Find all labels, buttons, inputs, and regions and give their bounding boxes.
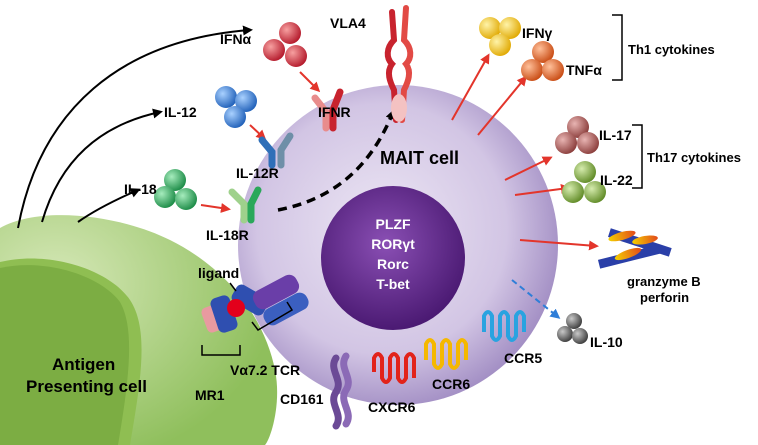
nucleus-factor-4: T-bet	[376, 276, 410, 292]
dashed-arrow-il18r-to-vla4	[277, 109, 396, 212]
granzyme-perforin-graphic	[597, 228, 672, 269]
label-tcr: Vα7.2 TCR	[230, 362, 300, 378]
cxcr6-receptor	[372, 352, 416, 384]
arrow-ifna-to-ifnr	[299, 71, 321, 93]
label-ligand: ligand	[198, 265, 239, 281]
label-ifnr: IFNR	[318, 104, 351, 120]
label-ifng: IFNγ	[522, 25, 553, 41]
arrow-apc-to-ifna	[17, 25, 253, 229]
label-il12r: IL-12R	[236, 165, 279, 181]
label-mait-cell: MAIT cell	[380, 148, 459, 168]
arrow-apc-to-il18	[77, 188, 141, 223]
label-il18r: IL-18R	[206, 227, 249, 243]
label-ccr5: CCR5	[504, 350, 542, 366]
antigen-presenting-cell	[0, 215, 278, 445]
th1-bracket	[612, 14, 623, 81]
nucleus-factor-2: RORγt	[371, 236, 415, 252]
nucleus-transcription-factors: PLZF RORγt Rorc T-bet	[371, 216, 415, 292]
label-apc-line2: Presenting cell	[26, 377, 147, 396]
arrow-to-il17	[504, 156, 553, 181]
label-il12: IL-12	[164, 104, 197, 120]
nucleus-factor-1: PLZF	[376, 216, 411, 232]
label-apc-line1: Antigen	[52, 355, 115, 374]
ifnr-receptor	[311, 88, 344, 132]
il12-cytokine-cluster	[215, 86, 257, 128]
label-ccr6: CCR6	[432, 376, 470, 392]
il18r-receptor	[228, 186, 262, 224]
il17-cytokine-cluster	[555, 116, 599, 154]
vla4-integrin	[384, 5, 414, 123]
label-tnfa: TNFα	[566, 62, 602, 78]
arrow-to-granzyme	[519, 239, 599, 251]
th17-bracket	[632, 124, 643, 189]
cd161-receptor	[330, 352, 352, 430]
ccr6-receptor	[424, 338, 468, 370]
label-granzyme-b: granzyme B	[627, 274, 701, 289]
label-il17: IL-17	[599, 127, 632, 143]
nucleus	[321, 186, 465, 330]
tcr-mr1-complex	[201, 274, 309, 356]
label-il22: IL-22	[600, 172, 633, 188]
label-il18: IL-18	[124, 181, 157, 197]
nucleus-factor-3: Rorc	[377, 256, 409, 272]
label-perforin: perforin	[640, 290, 689, 305]
label-th17-cytokines: Th17 cytokines	[647, 150, 741, 165]
label-vla4: VLA4	[330, 15, 366, 31]
ifna-cytokine-cluster	[263, 22, 307, 67]
label-th1-cytokines: Th1 cytokines	[628, 42, 715, 57]
label-cxcr6: CXCR6	[368, 399, 416, 415]
arrow-il12-to-il12r	[249, 124, 267, 141]
arrow-to-il22	[514, 183, 571, 196]
label-ifna: IFNα	[220, 31, 252, 47]
tnfa-cytokine-cluster	[521, 41, 564, 81]
arrow-il18-to-il18r	[200, 203, 231, 213]
label-cd161: CD161	[280, 391, 324, 407]
arrow-apc-to-il12	[41, 108, 163, 223]
label-il10: IL-10	[590, 334, 623, 350]
il12r-receptor	[258, 132, 294, 169]
ifng-cytokine-cluster	[479, 17, 521, 56]
arrow-to-tnfa	[477, 75, 527, 136]
il10-cytokine-cluster	[557, 313, 588, 344]
label-mr1: MR1	[195, 387, 225, 403]
il22-cytokine-cluster	[562, 161, 606, 203]
ligand-molecule	[227, 299, 245, 317]
ccr5-receptor	[482, 310, 526, 342]
il18-cytokine-cluster	[154, 169, 197, 210]
arrow-to-ifng	[451, 53, 490, 121]
